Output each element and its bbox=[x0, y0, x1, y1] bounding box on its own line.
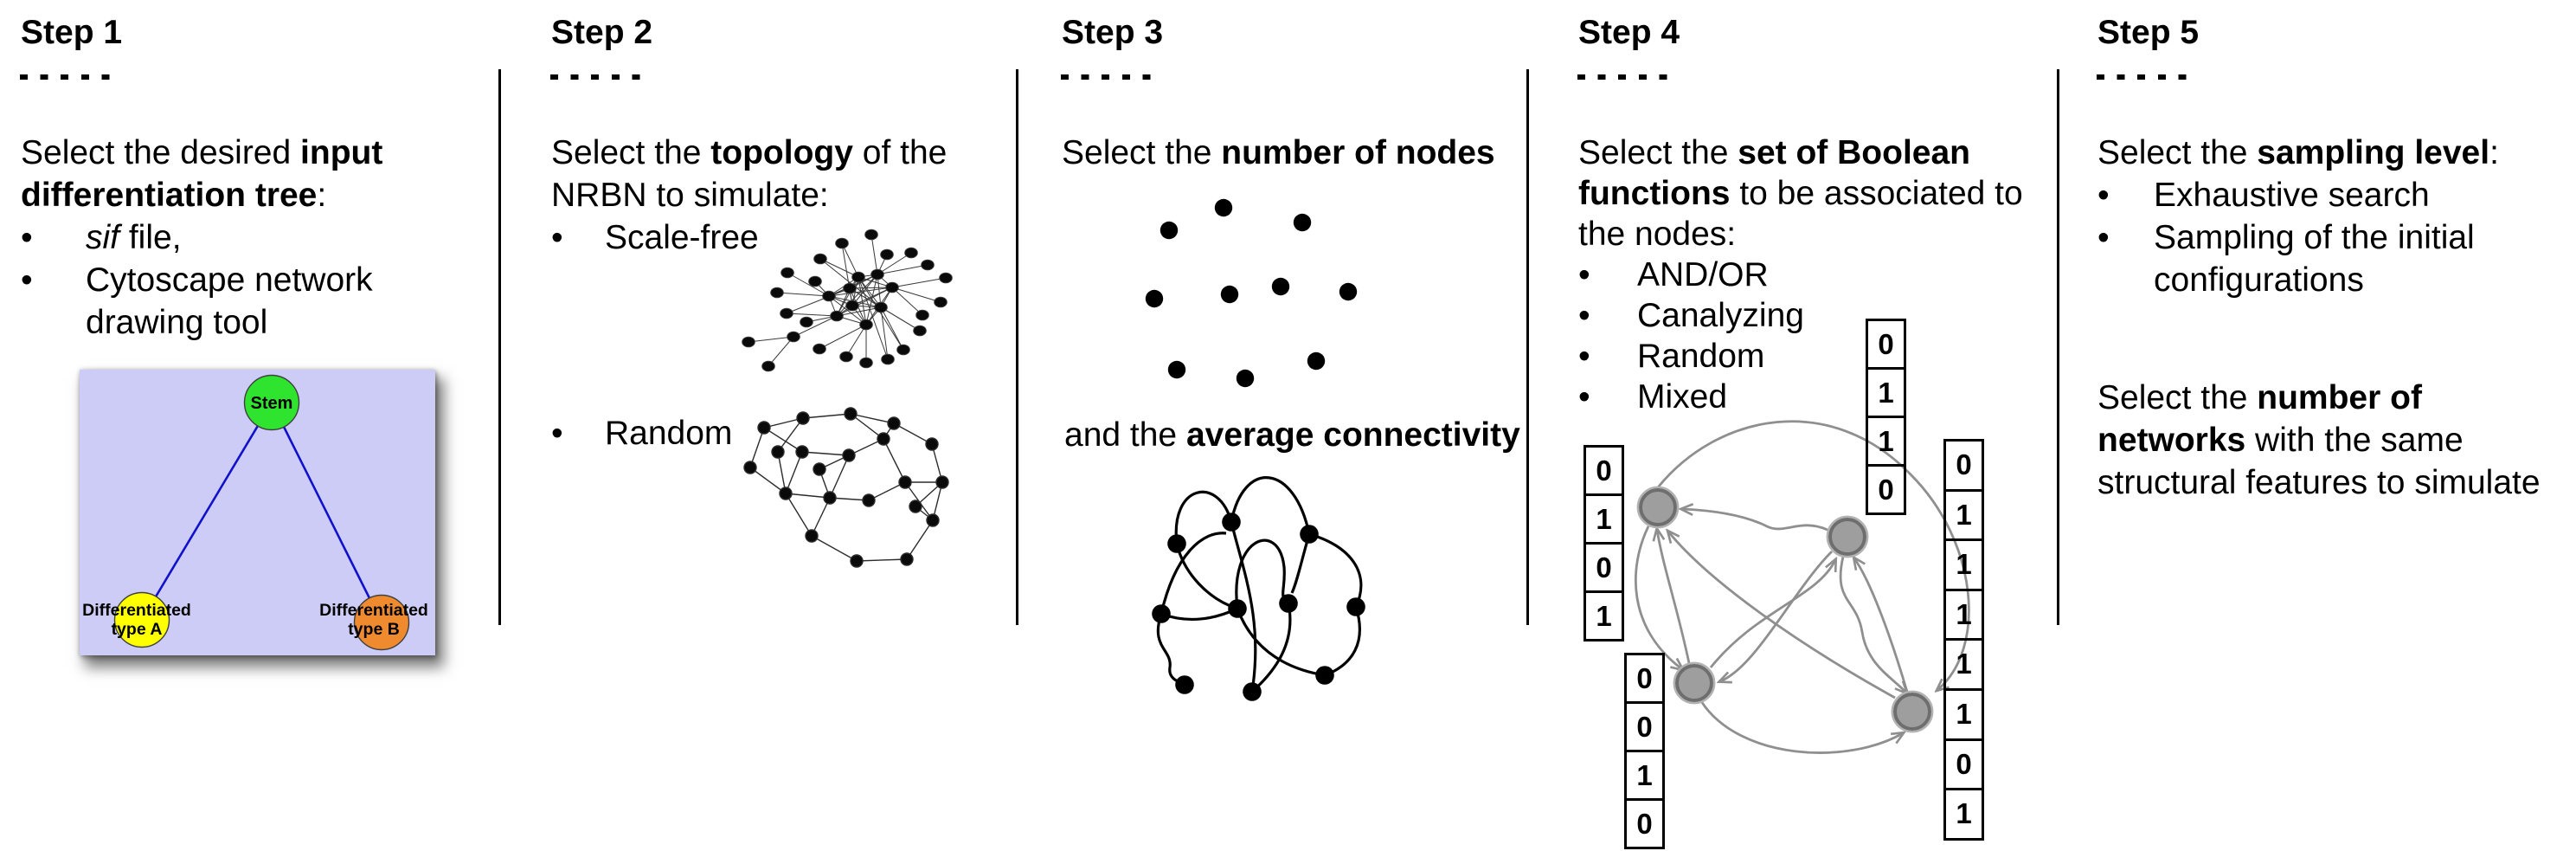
svg-text:Differentiated: Differentiated bbox=[319, 601, 428, 620]
svg-text:type B: type B bbox=[348, 620, 400, 639]
svg-text:type A: type A bbox=[112, 620, 163, 639]
svg-text:Stem: Stem bbox=[251, 394, 293, 413]
svg-text:Differentiated: Differentiated bbox=[82, 601, 191, 620]
